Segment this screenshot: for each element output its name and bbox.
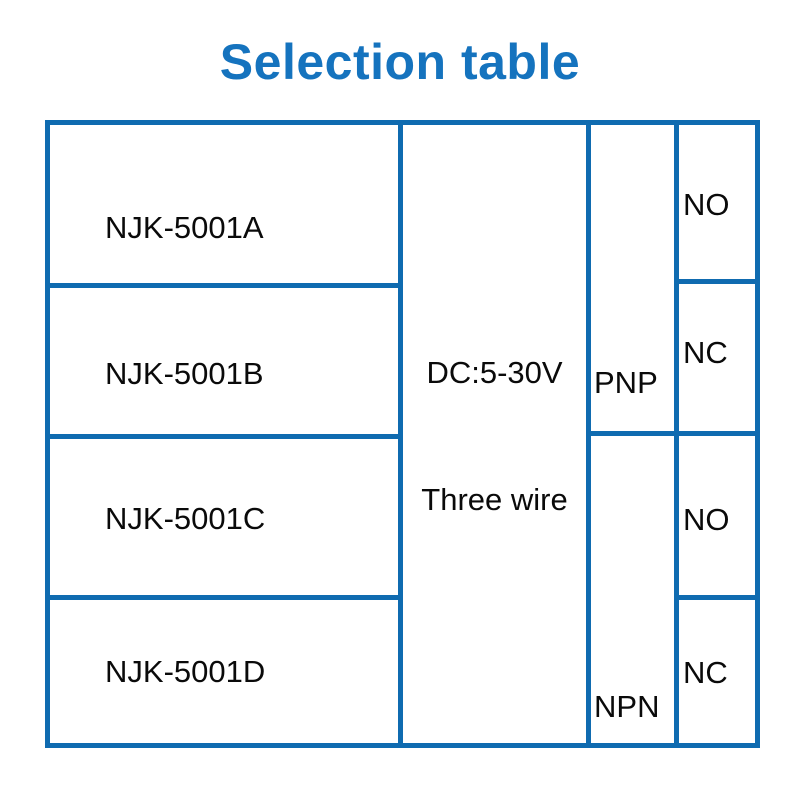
selection-table: NJK-5001A NJK-5001B NJK-5001C NJK-5001D … [45,120,760,748]
model-cell-4: NJK-5001D [105,654,266,689]
spec-voltage-value: DC:5-30V [426,355,563,390]
output-type-cell-pnp: PNP [594,365,658,400]
output-type-divider [586,431,760,436]
model-cell-1: NJK-5001A [105,210,264,245]
model-row-divider-2 [45,434,403,439]
output-type-cell-npn: NPN [594,689,660,724]
contact-cell-3: NO [683,502,730,537]
model-cell-2: NJK-5001B [105,356,264,391]
contact-cell-2: NC [683,335,728,370]
contact-cell-4: NC [683,655,728,690]
model-row-divider-3 [45,595,403,600]
spec-wiring-value: Three wire [421,482,568,517]
model-cell-3: NJK-5001C [105,501,266,536]
contact-row-divider-2 [674,595,760,600]
model-row-divider-1 [45,283,403,288]
contact-row-divider-1 [674,279,760,284]
contact-cell-1: NO [683,187,730,222]
page-title: Selection table [219,34,581,90]
